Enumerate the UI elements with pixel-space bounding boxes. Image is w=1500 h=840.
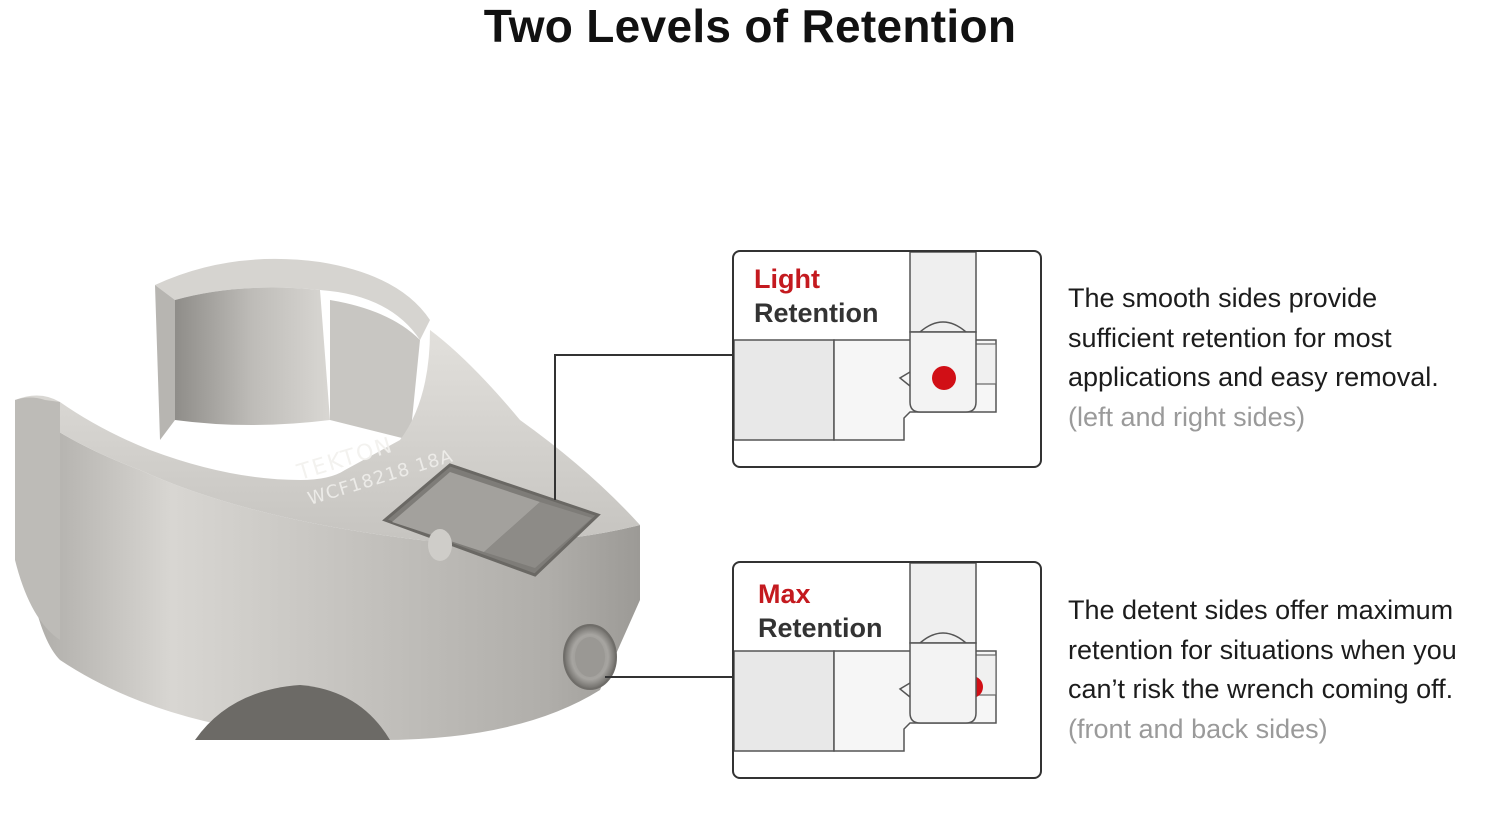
light-retention-diagram <box>734 252 997 441</box>
page-title: Two Levels of Retention <box>483 0 1017 52</box>
light-desc-line-1: The smooth sides provide <box>1068 283 1378 313</box>
light-label-main: Retention <box>754 298 879 328</box>
light-desc-line-3: applications and easy removal. <box>1068 362 1439 392</box>
max-retention-panel: Max Retention <box>732 561 1042 779</box>
max-desc-line-3: can’t risk the wrench coming off. <box>1068 674 1454 704</box>
max-retention-label: Max Retention <box>758 577 883 645</box>
max-retention-diagram <box>734 563 997 752</box>
light-retention-panel: Light Retention <box>732 250 1042 468</box>
light-label-accent: Light <box>754 264 820 294</box>
light-retention-label: Light Retention <box>754 262 879 330</box>
wrench-inner-wall <box>155 285 175 440</box>
max-label-main: Retention <box>758 613 883 643</box>
wrench-body <box>15 400 640 740</box>
max-sides-note: (front and back sides) <box>1068 713 1328 744</box>
max-desc-line-2: retention for situations when you <box>1068 634 1457 665</box>
light-retention-description: The smooth sides provide sufficient rete… <box>1068 279 1498 437</box>
leader-line-light <box>554 354 732 500</box>
detent-ball-icon <box>932 366 956 390</box>
max-retention-description: The detent sides offer maximum retention… <box>1068 591 1498 749</box>
light-desc-line-2: sufficient retention for most <box>1068 322 1392 353</box>
max-label-accent: Max <box>758 579 811 609</box>
max-desc-line-1: The detent sides offer maximum <box>1068 595 1454 625</box>
light-sides-note: (left and right sides) <box>1068 401 1306 432</box>
